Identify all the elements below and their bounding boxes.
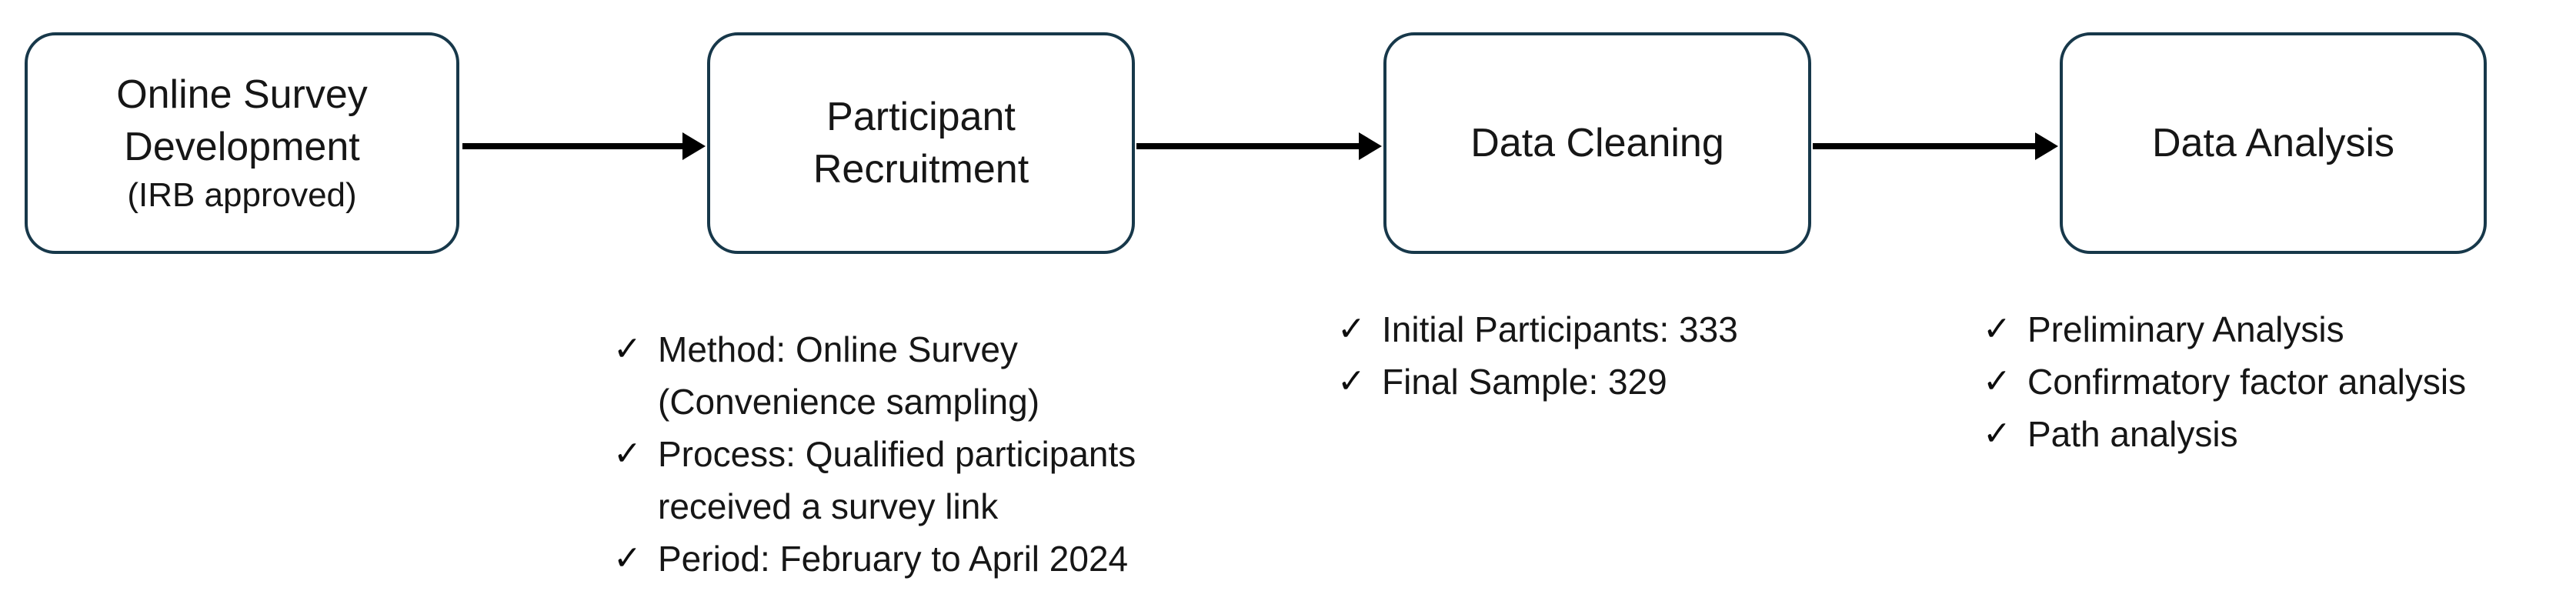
checkmark-icon: ✓ <box>613 435 642 472</box>
arrow-head-icon <box>682 132 706 160</box>
checklist-line: Period: February to April 2024 <box>658 539 1129 579</box>
checkmark-icon: ✓ <box>1337 362 1366 400</box>
checklist-line: Final Sample: 329 <box>1382 362 1667 402</box>
checklist-text: Process: Qualified participants received… <box>658 428 1136 533</box>
step-box-participant-recruitment: Participant Recruitment <box>707 32 1135 254</box>
step-title-line: Data Cleaning <box>1470 121 1724 165</box>
arrow-head-icon <box>1359 132 1382 160</box>
checklist-item: ✓ Period: February to April 2024 <box>613 533 1136 585</box>
step-title-line: Participant <box>826 95 1016 139</box>
step-box-online-survey-development: Online Survey Development (IRB approved) <box>25 32 459 254</box>
step-title-line: Recruitment <box>813 147 1029 192</box>
step-subtitle: (IRB approved) <box>127 176 357 214</box>
checklist-text: Preliminary Analysis <box>2027 303 2344 356</box>
checkmark-icon: ✓ <box>1983 310 2011 348</box>
step-title-line: Data Analysis <box>2151 121 2395 165</box>
checklist-text: Path analysis <box>2027 408 2238 460</box>
checklist-text: Confirmatory factor analysis <box>2027 356 2466 408</box>
checklist-line: Initial Participants: 333 <box>1382 309 1738 349</box>
checklist-analysis: ✓ Preliminary Analysis ✓ Confirmatory fa… <box>1983 303 2466 460</box>
arrow-line <box>1813 143 2037 149</box>
checkmark-icon: ✓ <box>1983 415 2011 452</box>
arrow-line <box>462 143 684 149</box>
flow-arrow-3 <box>1813 132 2058 160</box>
step-box-data-cleaning: Data Cleaning <box>1383 32 1811 254</box>
checklist-line: received a survey link <box>658 486 999 526</box>
checklist-text: Initial Participants: 333 <box>1382 303 1738 356</box>
checklist-line: Process: Qualified participants <box>658 434 1136 474</box>
checklist-item: ✓ Final Sample: 329 <box>1337 356 1738 408</box>
checklist-line: Preliminary Analysis <box>2027 309 2344 349</box>
checklist-item: ✓ Process: Qualified participants receiv… <box>613 428 1136 533</box>
checkmark-icon: ✓ <box>613 539 642 577</box>
checklist-text: Period: February to April 2024 <box>658 533 1128 585</box>
checklist-item: ✓ Initial Participants: 333 <box>1337 303 1738 356</box>
checklist-cleaning: ✓ Initial Participants: 333 ✓ Final Samp… <box>1337 303 1738 408</box>
checklist-item: ✓ Preliminary Analysis <box>1983 303 2466 356</box>
checkmark-icon: ✓ <box>613 330 642 368</box>
checklist-recruitment: ✓ Method: Online Survey (Convenience sam… <box>613 323 1136 585</box>
checkmark-icon: ✓ <box>1337 310 1366 348</box>
flow-arrow-2 <box>1136 132 1382 160</box>
step-box-data-analysis: Data Analysis <box>2060 32 2487 254</box>
checklist-text: Method: Online Survey (Convenience sampl… <box>658 323 1039 428</box>
checklist-line: Method: Online Survey <box>658 329 1018 369</box>
flow-arrow-1 <box>462 132 706 160</box>
checklist-item: ✓ Path analysis <box>1983 408 2466 460</box>
checklist-line: (Convenience sampling) <box>658 382 1040 422</box>
arrow-line <box>1136 143 1360 149</box>
step-title-line: Online Survey <box>116 72 368 117</box>
checklist-item: ✓ Confirmatory factor analysis <box>1983 356 2466 408</box>
checkmark-icon: ✓ <box>1983 362 2011 400</box>
checklist-line: Confirmatory factor analysis <box>2027 362 2467 402</box>
arrow-head-icon <box>2035 132 2058 160</box>
checklist-line: Path analysis <box>2027 414 2238 454</box>
checklist-item: ✓ Method: Online Survey (Convenience sam… <box>613 323 1136 428</box>
step-title-line: Development <box>124 125 360 169</box>
checklist-text: Final Sample: 329 <box>1382 356 1667 408</box>
